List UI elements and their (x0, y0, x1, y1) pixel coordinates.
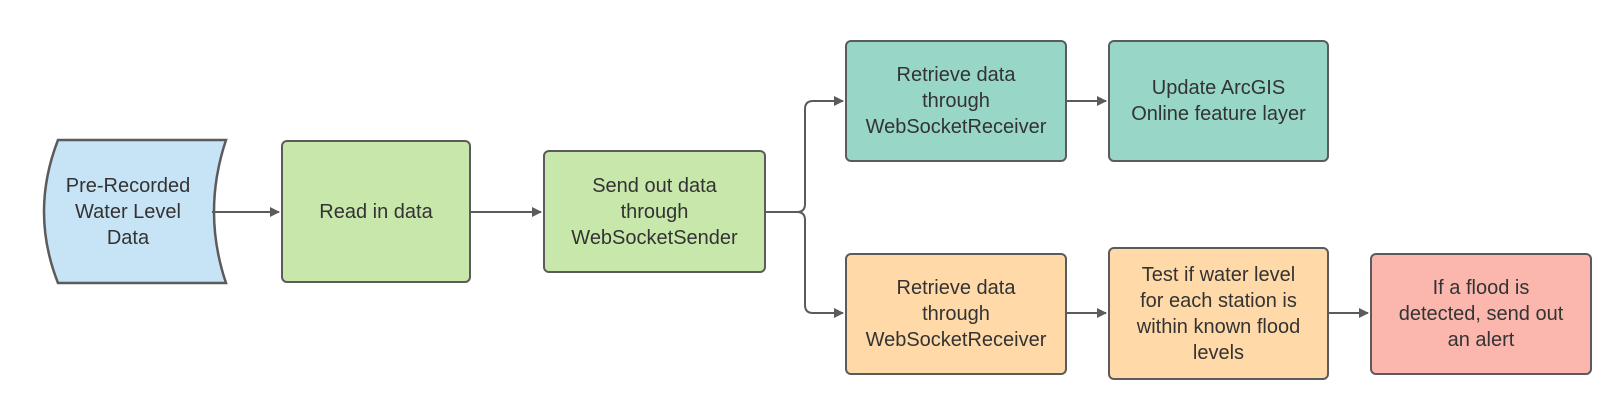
datastore-shape (42, 138, 228, 285)
flood-alert-node: If a flood is detected, send out an aler… (1370, 253, 1592, 375)
update-arcgis-node: Update ArcGIS Online feature layer (1108, 40, 1329, 162)
send-data-node: Send out data through WebSocketSender (543, 150, 766, 273)
read-in-data-node: Read in data (281, 140, 471, 283)
retrieve-bottom-node: Retrieve data through WebSocketReceiver (845, 253, 1067, 375)
test-flood-level-node: Test if water level for each station is … (1108, 247, 1329, 380)
retrieve-top-node: Retrieve data through WebSocketReceiver (845, 40, 1067, 162)
datastore-label: Pre-Recorded Water Level Data (65, 174, 191, 249)
edge-send-to-retrieve-bottom (796, 211, 844, 318)
edge-send-to-retrieve-top (765, 96, 844, 213)
